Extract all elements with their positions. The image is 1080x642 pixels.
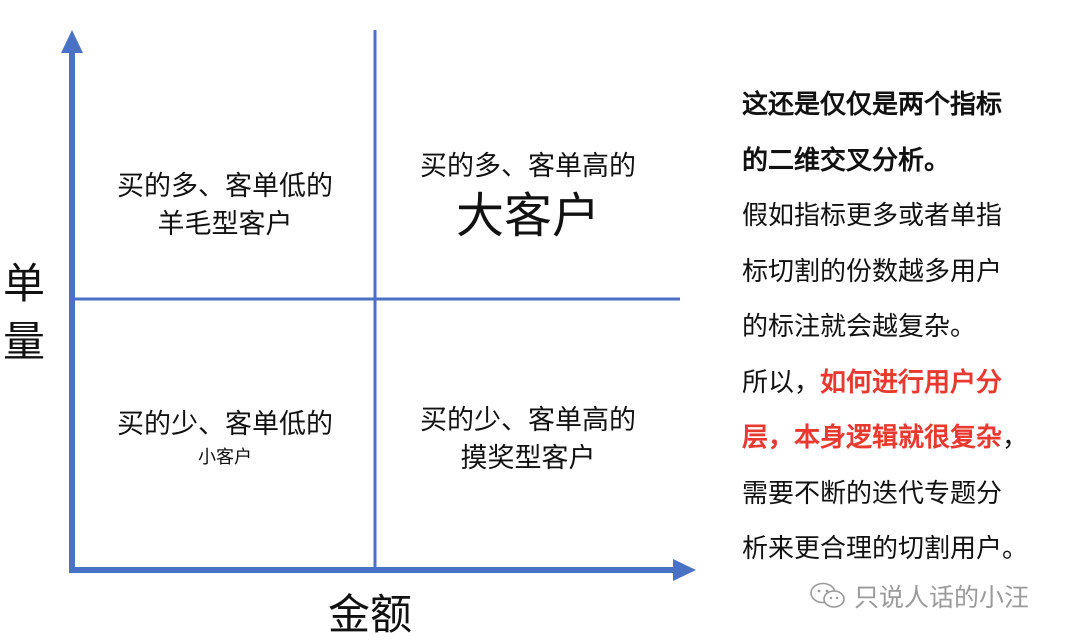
quadrant-desc: 买的多、客单低的 bbox=[117, 171, 333, 202]
text-line: 层，本身逻辑就很复杂， bbox=[742, 411, 1072, 467]
quadrant-type: 小客户 bbox=[198, 447, 252, 468]
side-commentary: 这还是仅仅是两个指标 的二维交叉分析。 假如指标更多或者单指 标切割的份数越多用… bbox=[742, 78, 1072, 578]
quadrant-type: 羊毛型客户 bbox=[157, 209, 293, 240]
quadrant-desc: 买的少、客单低的 bbox=[117, 409, 333, 440]
quadrant-type: 大客户 bbox=[455, 188, 600, 244]
quadrant-type: 摸奖型客户 bbox=[460, 443, 596, 474]
watermark-text: 只说人话的小汪 bbox=[854, 583, 1030, 612]
quadrant-bottom-right: 买的少、客单高的 摸奖型客户 bbox=[380, 402, 676, 478]
wechat-icon bbox=[810, 582, 845, 608]
text-fragment: ， bbox=[1002, 423, 1029, 453]
quadrant-bottom-left: 买的少、客单低的 小客户 bbox=[80, 406, 370, 472]
highlight-text: 层，本身逻辑就很复杂 bbox=[742, 423, 1003, 453]
y-label-char: 量 bbox=[2, 317, 45, 366]
highlight-text: 如何进行用户分 bbox=[820, 367, 1003, 398]
text-fragment: 所以， bbox=[742, 367, 821, 398]
text-line: 这还是仅仅是两个指标 bbox=[742, 90, 1003, 120]
x-axis-arrow bbox=[673, 559, 696, 581]
quadrant-desc: 买的多、客单高的 bbox=[420, 151, 636, 182]
quadrant-desc: 买的少、客单高的 bbox=[420, 405, 636, 436]
y-axis-arrow bbox=[61, 30, 83, 53]
text-line: 假如指标更多或者单指 bbox=[742, 201, 1003, 231]
text-line: 析来更合理的切割用户。 bbox=[742, 534, 1029, 564]
quadrant-top-left: 买的多、客单低的 羊毛型客户 bbox=[80, 168, 370, 244]
text-line: 标切割的份数越多用户 bbox=[742, 256, 1003, 287]
text-line: 的标注就会越复杂。 bbox=[742, 312, 977, 342]
quadrant-top-right: 买的多、客单高的 大客户 bbox=[380, 148, 676, 246]
text-line: 的二维交叉分析。 bbox=[742, 145, 951, 176]
y-label-char: 单 bbox=[2, 259, 45, 308]
watermark: 只说人话的小汪 bbox=[808, 578, 1029, 614]
text-line: 需要不断的迭代专题分 bbox=[742, 478, 1003, 509]
y-axis-label: 单 量 bbox=[2, 255, 46, 371]
x-axis-label: 金额 bbox=[328, 590, 413, 639]
text-line: 所以，如何进行用户分 bbox=[742, 356, 1072, 412]
